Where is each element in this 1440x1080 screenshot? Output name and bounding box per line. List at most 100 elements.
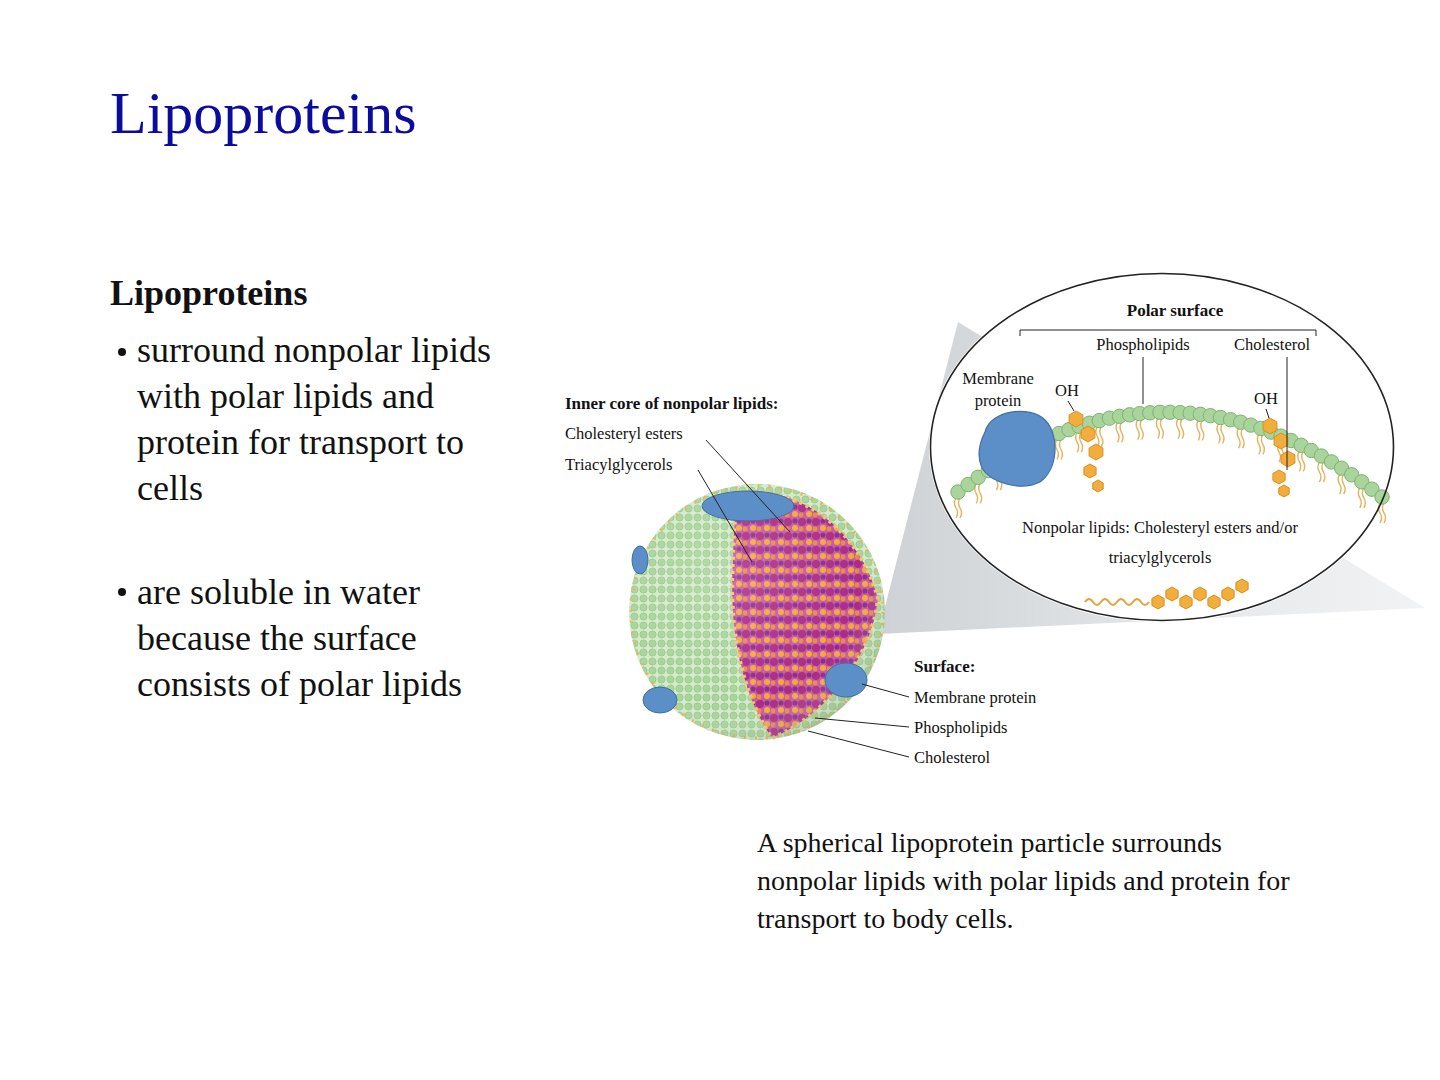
group-heading: Inner core of nonpolar lipids: xyxy=(565,393,778,415)
zoom-panel-ground xyxy=(929,272,1395,622)
sterol-ring xyxy=(1222,587,1234,601)
leader-line xyxy=(1068,401,1074,411)
cholesterol-ring xyxy=(1279,485,1289,497)
zoom-panel xyxy=(929,272,1395,622)
sterol-ring xyxy=(1236,579,1248,593)
nonpolar-lipid-molecule xyxy=(1085,579,1248,609)
phospholipid-tail xyxy=(1241,428,1244,448)
membrane-protein xyxy=(632,546,648,574)
bullet-dot xyxy=(118,348,126,356)
phospholipid-tail xyxy=(1116,422,1119,442)
cholesterol-molecules xyxy=(1069,411,1295,497)
leader-line xyxy=(698,470,752,562)
cholesterol-ring xyxy=(1263,418,1277,434)
bullet-dot xyxy=(118,588,126,596)
phospholipid-tail xyxy=(955,498,958,518)
phospholipid-tail xyxy=(1318,462,1321,482)
zoom-membrane-protein xyxy=(979,411,1055,486)
cholesterol-ring xyxy=(1081,426,1095,442)
core-label: Nonpolar lipids: Cholesteryl esters and/… xyxy=(985,513,1335,573)
sphere-surface xyxy=(629,484,885,740)
phospholipid-tail xyxy=(1261,434,1264,454)
phospholipid-tail xyxy=(1181,419,1184,439)
sterol-ring xyxy=(1194,587,1206,601)
leader-lines xyxy=(698,440,909,757)
phospholipid-tail xyxy=(1055,440,1058,460)
panel-heading: Polar surface xyxy=(1127,300,1223,322)
phospholipid-tail xyxy=(1221,424,1224,444)
phospholipid-tail xyxy=(1257,434,1260,454)
leader-line xyxy=(808,731,909,757)
phospholipid-tail xyxy=(1160,418,1163,438)
part-label: Membrane protein xyxy=(914,687,1036,709)
phospholipid-tail xyxy=(1140,420,1143,440)
phospholipid-tail xyxy=(979,483,982,503)
membrane-protein xyxy=(643,687,677,713)
group-heading: Surface: xyxy=(914,656,975,678)
cholesterol-ring xyxy=(1084,464,1096,478)
part-label: Phospholipids xyxy=(914,717,1008,739)
cholesterol-ring xyxy=(1281,451,1295,467)
sterol-ring xyxy=(1180,595,1192,609)
cholesterol-ring xyxy=(1274,433,1288,449)
phospholipid-tail xyxy=(1383,503,1386,523)
leader-line xyxy=(706,440,790,532)
bracket xyxy=(1020,330,1316,331)
part-label: Membrane protein xyxy=(952,368,1044,412)
membrane-protein xyxy=(825,663,867,697)
phospholipid-tail xyxy=(1237,428,1240,448)
bullet-text: surround nonpolar lipids with polar lipi… xyxy=(137,327,522,511)
part-label: Cholesterol xyxy=(914,747,990,769)
phospholipid-tail xyxy=(1201,420,1204,440)
cholesterol-ring xyxy=(1069,411,1083,427)
phospholipid-tail xyxy=(1302,451,1305,471)
group-label: OH xyxy=(1055,380,1079,402)
lipoprotein-sphere xyxy=(629,484,885,740)
phospholipid-tail xyxy=(1059,440,1062,460)
phospholipid-tail xyxy=(1217,424,1220,444)
phospholipid-tail xyxy=(1338,474,1341,494)
phospholipid-tail xyxy=(1100,427,1103,447)
membrane-protein xyxy=(979,411,1055,486)
leader-line xyxy=(1266,409,1269,418)
sphere-shading xyxy=(629,484,885,740)
sterol-ring xyxy=(1152,595,1164,609)
bracket xyxy=(1316,330,1317,336)
leader-line xyxy=(1287,357,1288,470)
part-label: Phospholipids xyxy=(1096,334,1190,356)
sterol-ring xyxy=(1166,587,1178,601)
bullet-text: are soluble in water because the surface… xyxy=(137,569,462,707)
phospholipid-tail xyxy=(959,498,962,518)
leader-line xyxy=(815,718,909,727)
group-label: OH xyxy=(1254,388,1278,410)
leader-line xyxy=(1143,357,1144,404)
bullet-dots xyxy=(118,348,126,596)
part-label: Cholesteryl esters xyxy=(565,423,683,445)
phospholipid-tail xyxy=(1156,418,1159,438)
phospholipid-tail xyxy=(1120,422,1123,442)
bracket xyxy=(1020,330,1021,336)
phospholipid-tail xyxy=(1177,419,1180,439)
ellipse-outline xyxy=(929,272,1395,622)
cholesterol-ring xyxy=(1273,470,1285,484)
leader-line xyxy=(862,684,909,697)
slide-title: Lipoproteins xyxy=(110,78,417,148)
part-label: Triacylglycerols xyxy=(565,454,673,476)
subheading: Lipoproteins xyxy=(110,271,307,315)
phospholipid-tail xyxy=(1197,420,1200,440)
cholesterol-ring xyxy=(1089,444,1103,460)
zoom-ellipse: Polar surfaceMembrane protein OH Phospholi… xyxy=(929,272,1395,622)
zoom-leaders xyxy=(1020,330,1316,470)
phospholipid-tail xyxy=(1358,488,1361,508)
phospholipid-tail xyxy=(1298,451,1301,471)
phospholipid-tail xyxy=(1136,420,1139,440)
figure-caption: A spherical lipoprotein particle surroun… xyxy=(757,824,1305,938)
cholesterol-ring xyxy=(1093,480,1103,492)
fatty-acid-tail xyxy=(1085,599,1149,605)
phospholipid-heads xyxy=(951,405,1389,504)
ellipse-outline xyxy=(931,274,1394,621)
phospholipid-tail xyxy=(1076,432,1079,452)
phospholipid-tail xyxy=(1096,427,1099,447)
